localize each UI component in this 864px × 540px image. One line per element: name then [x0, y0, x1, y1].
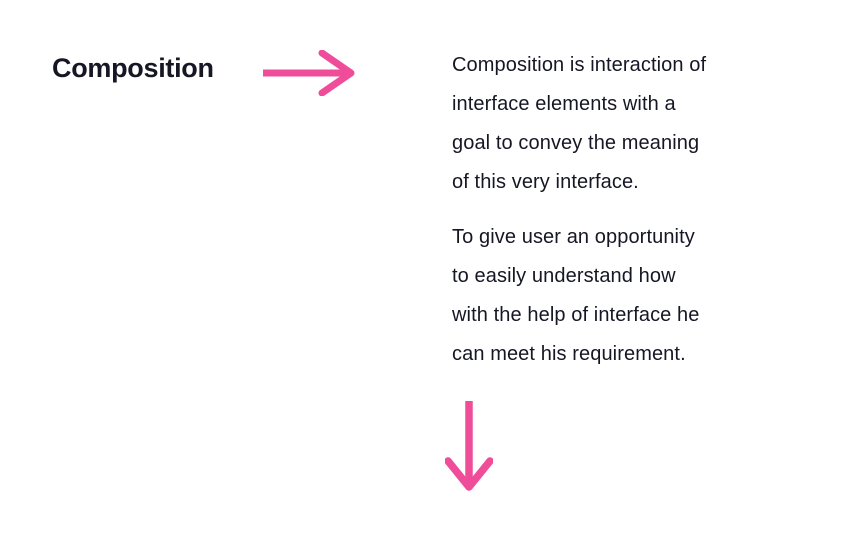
description-paragraph-2: To give user an opportunity to easily un… — [452, 226, 700, 365]
section-title: Composition — [52, 53, 214, 83]
down-arrow-icon — [445, 398, 493, 494]
description-paragraph-1: Composition is interaction of interface … — [452, 54, 707, 193]
right-arrow-icon — [260, 50, 356, 96]
description-block: Composition is interaction of interface … — [452, 46, 812, 374]
